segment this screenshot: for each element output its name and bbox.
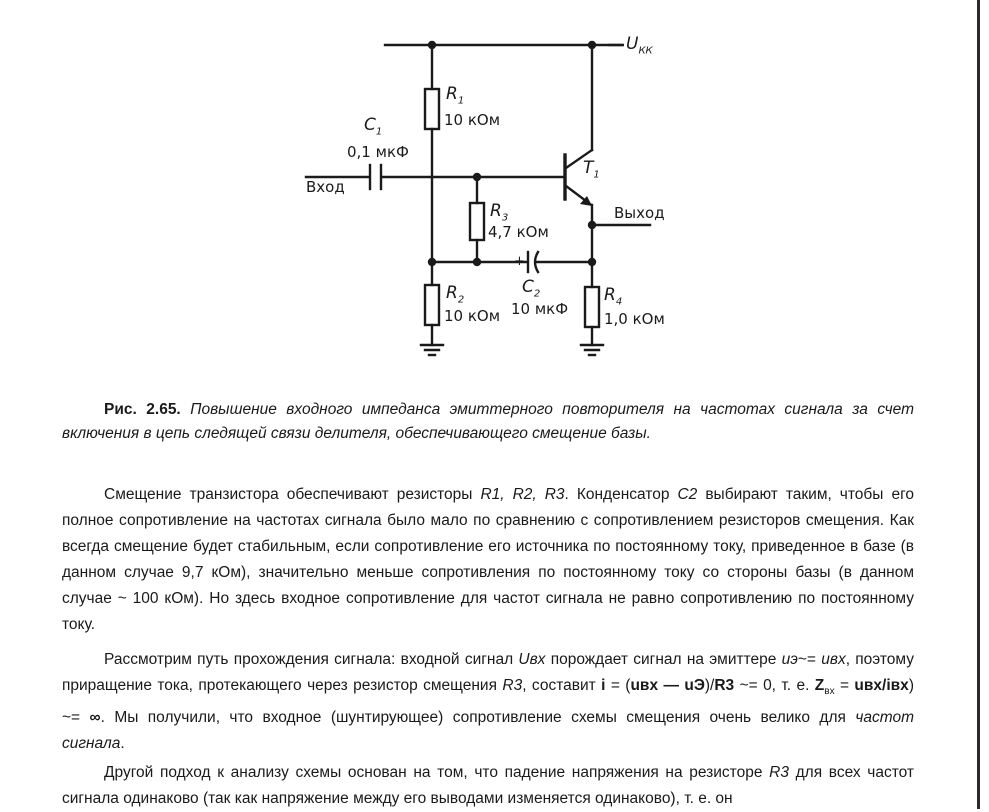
c2-value: 10 мкФ (511, 300, 569, 318)
c1-label: C1 (364, 115, 383, 138)
p2-i: i (601, 677, 606, 694)
p2-uvx2: uвх (821, 651, 846, 668)
r1-value: 10 кОм (444, 111, 501, 129)
supply-label: UКК (626, 34, 653, 57)
p2-text-10: ) ~= (62, 677, 914, 727)
junction-dot-r3-top (472, 172, 482, 182)
p2-text-1: Рассмотрим путь прохождения сигнала: вхо… (104, 651, 519, 668)
p2-text-12: частот сигнала (62, 709, 914, 753)
junction-dot-r1-top (427, 40, 437, 50)
c2-label: C2 (522, 277, 541, 300)
p2-text-9: = (834, 677, 855, 694)
r3-resistor (468, 201, 486, 242)
junction-dot-output (587, 220, 597, 230)
p2-infinity: ∞ (89, 709, 101, 727)
r1-label: R1 (446, 84, 465, 107)
p2-formula-1: uвх — uЭ (630, 677, 705, 694)
p3-text-2: для всех частот сигнала одинаково (так к… (62, 764, 915, 807)
p2-z: Z (814, 677, 825, 694)
r1-resistor (423, 87, 441, 131)
p2-text-5: , составит (522, 677, 602, 694)
r2-value: 10 кОм (444, 307, 501, 325)
junction-dot-collector-top (587, 40, 597, 50)
t1-label: T1 (583, 158, 600, 181)
caption-lead: Рис. 2.65. (104, 401, 181, 418)
t1-emitter-arrow (580, 196, 592, 206)
output-label: Выход (614, 204, 665, 222)
p2-z-sub: вх (824, 686, 835, 698)
p2-formula-2: R3 (714, 677, 735, 694)
r4-resistor (583, 285, 601, 329)
p2-ue: uэ (781, 651, 798, 668)
r3-label: R3 (490, 201, 509, 224)
figure-caption: Рис. 2.65. Повышение входного импеданса … (62, 398, 914, 446)
t1-collector-leg (564, 148, 594, 170)
p3-r3: R3 (769, 764, 789, 781)
page-edge (977, 0, 980, 809)
paragraph-3: Другой подход к анализу схемы основан на… (62, 760, 914, 812)
input-label: Вход (306, 178, 345, 196)
r2-resistor (423, 283, 441, 327)
circuit-figure: UКК C1 0,1 мкФ Вход R1 10 кОм T1 Выход R… (0, 0, 989, 380)
p2-text-2: порождает сигнал на эмиттере (545, 651, 782, 668)
p2-text-3: ~= (797, 651, 822, 668)
r2-label: R2 (446, 283, 465, 306)
p2-text-7: )/ (704, 677, 715, 694)
p2-text-11: . Мы получили, что входное (шунтирующее)… (100, 709, 856, 727)
p3-text-1: Другой подход к анализу схемы основан на… (104, 764, 770, 781)
p1-text-1: Смещение транзистора обеспечивают резист… (104, 486, 481, 503)
p2-formula-3: uвх/iвх (854, 677, 909, 694)
c1-value: 0,1 мкФ (347, 143, 409, 161)
c2-plus-sign: + (514, 254, 525, 269)
paragraph-2: Рассмотрим путь прохождения сигнала: вхо… (62, 647, 914, 757)
p1-text-2: . Конденсатор (564, 486, 678, 503)
junction-dot-r3-bottom (472, 257, 482, 267)
r3-value: 4,7 кОм (488, 223, 549, 241)
paragraph-1: Смещение транзистора обеспечивают резист… (62, 482, 914, 638)
p2-text-13: . (120, 735, 125, 753)
p1-text-3: выбирают таким, чтобы его полное сопроти… (62, 486, 915, 633)
junction-dot-r2-top (427, 257, 437, 267)
p2-uvx: Uвх (518, 651, 546, 668)
junction-dot-c2-right (587, 257, 597, 267)
r4-label: R4 (604, 285, 623, 308)
p1-resistors: R1, R2, R3 (480, 486, 565, 503)
p2-r3: R3 (502, 677, 523, 694)
p1-capacitor: C2 (677, 486, 698, 503)
circuit-diagram (304, 40, 652, 357)
p2-text-4: , поэтому приращение тока, протекающего … (62, 651, 914, 694)
r4-value: 1,0 кОм (604, 310, 665, 328)
p2-text-8: ~= 0, т. е. (734, 677, 815, 694)
p2-text-6: = ( (605, 677, 631, 694)
caption-text: Повышение входного импеданса эмиттерного… (62, 401, 914, 442)
